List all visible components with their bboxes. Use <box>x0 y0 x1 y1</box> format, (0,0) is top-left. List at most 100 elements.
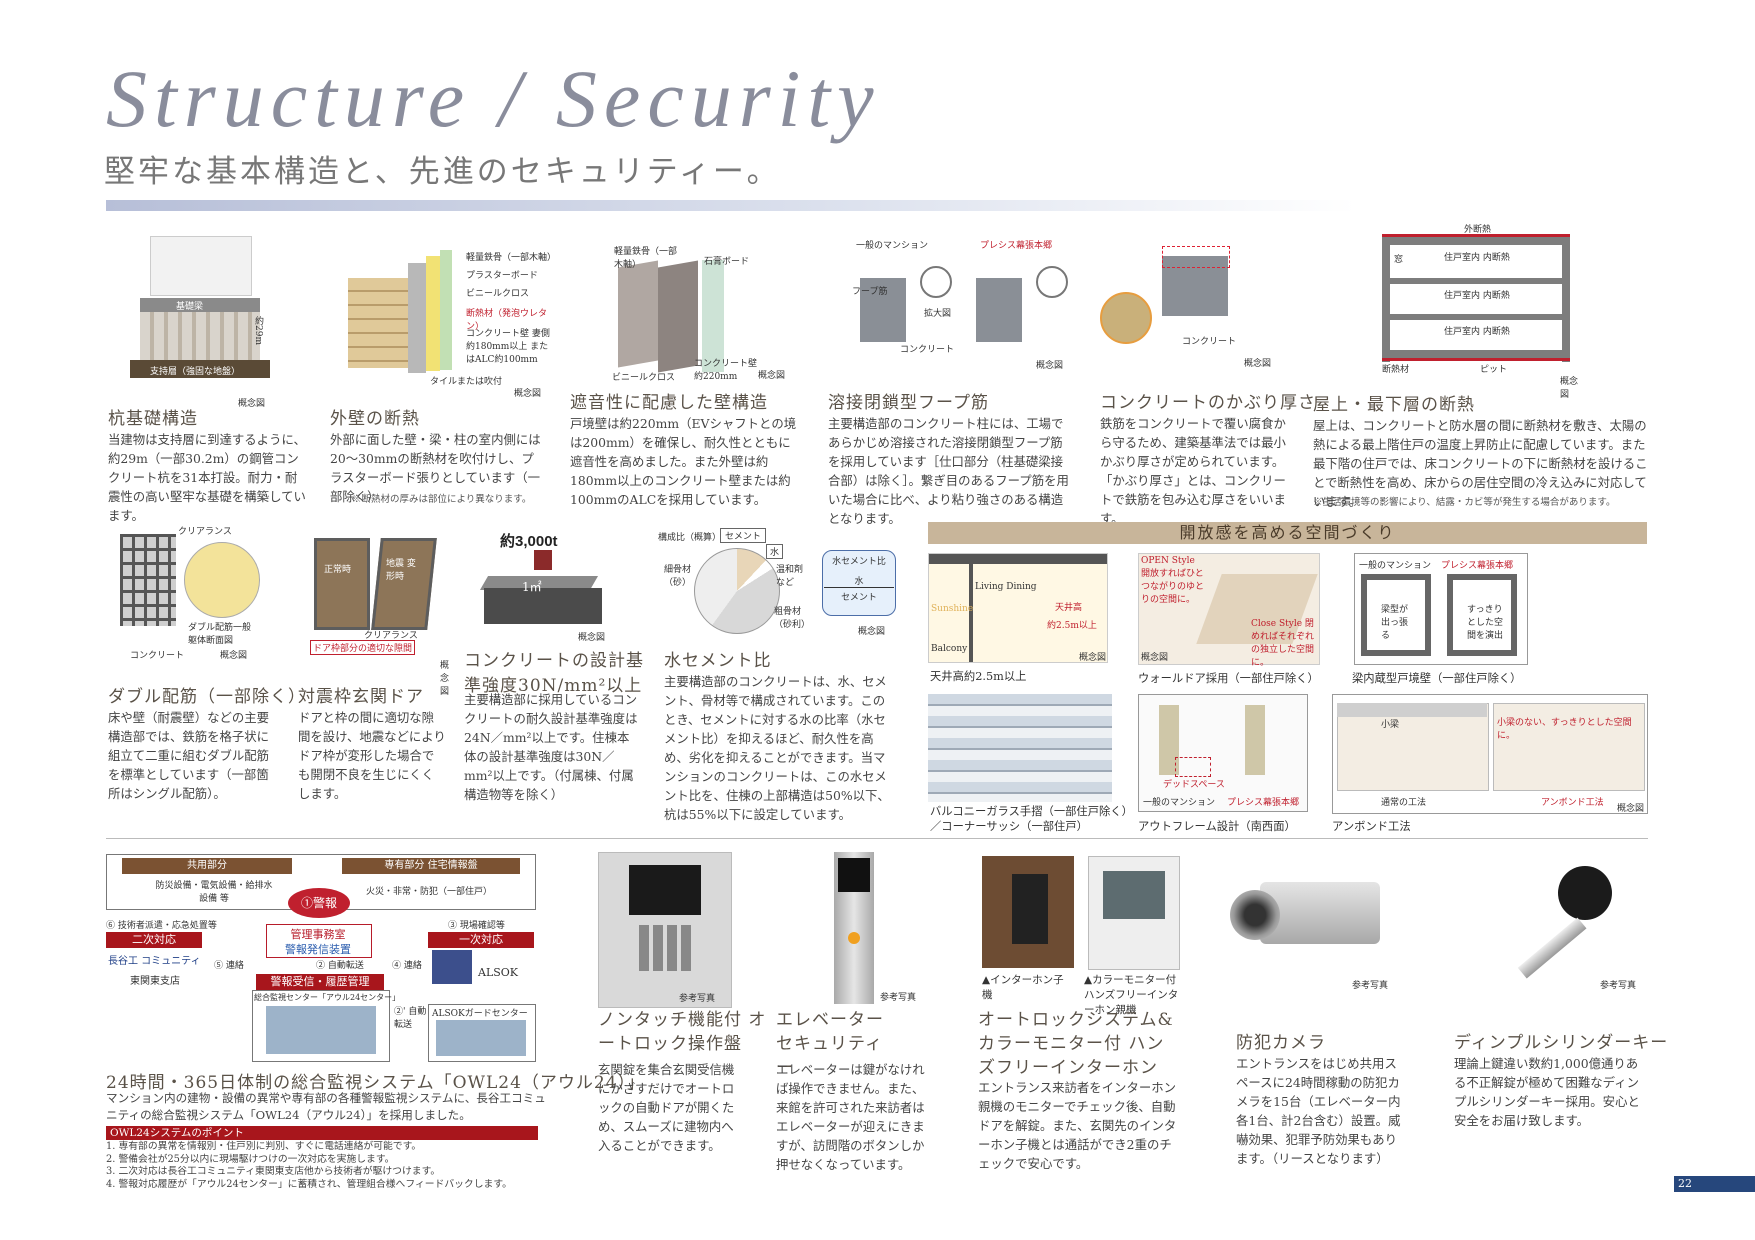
body-roof: 屋上は、コンクリートと防水層の間に断熱材を敷き、太陽の熱による最上階住戸の温度上… <box>1313 418 1648 509</box>
heading-door: 対震枠玄関ドア <box>298 687 424 707</box>
label-ceiling: 天井高 <box>1055 603 1083 613</box>
unbond-figure: 小梁 小梁のない、すっきりとした空間に。 通常の工法 アンボンド工法 概念図 <box>1332 694 1648 814</box>
body-key: 理論上鍵違い数約1,000億通りある不正解錠が極めて困難なディンプルシリンダーキ… <box>1454 1056 1640 1128</box>
label-tile: タイルまたは吹付 <box>430 377 503 387</box>
guard-center-label: ALSOKガードセンター <box>432 1009 528 1019</box>
mgmt-office: 管理事務室 <box>290 928 346 941</box>
label-normal: 正常時 <box>324 565 352 575</box>
concept-label: 概念図 <box>238 399 266 409</box>
concept-label: 概念図 <box>440 661 450 697</box>
label-exterior-insulation: 外断熱 <box>1464 225 1492 235</box>
reference-photo-label: 参考写真 <box>1600 981 1637 991</box>
body-pile: 当建物は支持層に到達するように、約29m（一部30.2m）の鋼管コンクリート杭を… <box>108 432 306 523</box>
step2-label: ② 自動転送 <box>316 961 364 971</box>
label-living: Living Dining <box>975 582 1037 592</box>
caption-balcony: バルコニーガラス手摺（一部住戸除く）／コーナーサッシ（一部住戸） <box>930 805 1128 833</box>
label-precis: プレシス幕張本郷 <box>1227 798 1300 808</box>
heading-exterior-wall: 外壁の断熱 <box>330 409 420 429</box>
concept-label: 概念図 <box>858 627 886 637</box>
label-area: 1㎡ <box>522 580 542 594</box>
double-rebar-figure: クリアランス ダブル配筋一般 躯体断面図 コンクリート 概念図 <box>112 524 262 661</box>
walldoor-figure: OPEN Style 開放すればひとつながりのゆとりの空間に。 Close St… <box>1138 553 1320 668</box>
body-intercom: エントランス来訪者をインターホン親機のモニターでチェック後、自動ドアを解錠。また… <box>978 1080 1177 1171</box>
reference-photo-label: 参考写真 <box>880 993 917 1003</box>
owl24-point: 4. 警報対応履歴が「アウル24センター」に蓄積され、管理組合様へフィードバック… <box>106 1178 512 1190</box>
outframe-figure: デッドスペース 一般のマンション プレシス幕張本郷 <box>1138 694 1308 812</box>
concept-label: 概念図 <box>1244 359 1272 369</box>
label-no-beam: 小梁のない、すっきりとした空間に。 <box>1497 718 1632 741</box>
caption-intercom-parent: ▲カラーモニター付ハンズフリーインターホン親機 <box>1084 974 1179 1016</box>
dimple-key-photo <box>1496 866 1626 979</box>
label-concrete-wall: コンクリート壁 妻側約180mm以上 またはALC約100mm <box>466 329 550 365</box>
note-exterior-wall: ※断熱材の厚みは部位により異なります。 <box>352 494 532 505</box>
concept-label: 概念図 <box>1141 653 1169 663</box>
label-insulation: 断熱材（発泡ウレタン） <box>466 309 548 332</box>
concept-label: 概念図 <box>578 633 606 643</box>
reference-photo-label: 参考写真 <box>679 994 716 1004</box>
common-area-label: 共用部分 <box>122 858 292 874</box>
label-weight: 約3,000t <box>500 533 558 550</box>
owl24-point: 3. 二次対応は長谷工コミュニティ東関東支店他から技術者が駆けつけます。 <box>106 1166 441 1177</box>
owl24-point: 2. 警備会社が25分以内に現場駆けつけの一次対応を実施します。 <box>106 1153 395 1165</box>
label-section: ダブル配筋一般 躯体断面図 <box>188 623 252 646</box>
balcony-photo <box>928 694 1112 802</box>
cover-figure: コンクリート 概念図 <box>1100 246 1280 369</box>
label-gap: ドア枠部分の適切な隙間 <box>310 640 416 655</box>
security-camera-photo <box>1226 876 1386 960</box>
label-vinyl: ビニールクロス <box>466 289 530 299</box>
label-general-mansion: 一般のマンション <box>856 241 929 251</box>
heading-cover: コンクリートのかぶり厚さ <box>1100 393 1316 413</box>
label-room: 住戸室内 内断熱 <box>1444 253 1510 263</box>
elevator-panel-photo <box>834 852 874 1004</box>
beam-wall-figure: 一般のマンション プレシス幕張本郷 梁型が出っ張る すっきりとした空間を演出 <box>1354 553 1528 665</box>
label-wc-ratio: 水セメント比 <box>832 557 886 567</box>
alarm-badge: ①警報 <box>288 888 350 918</box>
heading-sound-wall: 遮音性に配慮した壁構造 <box>570 393 768 413</box>
private-items: 火災・非常・防犯（一部住戸） <box>366 887 493 897</box>
label-precis: プレシス幕張本郷 <box>980 241 1053 251</box>
label-plaster: プラスターボード <box>466 271 538 281</box>
label-window: 窓 <box>1394 255 1404 265</box>
hoop-figure: 一般のマンション プレシス幕張本郷 フープ筋 拡大図 コンクリート 概念図 <box>852 238 1092 371</box>
body-autolock-panel: 玄関錠を集合玄関受信機にかざすだけでオートロックの自動ドアが開くため、スムーズに… <box>598 1062 735 1153</box>
space-band-title: 開放感を高める空間づくり <box>928 522 1647 544</box>
first-response: 一次対応 <box>428 932 534 948</box>
label-general: 一般のマンション <box>1359 561 1432 571</box>
label-wc-cement: セメント <box>841 593 877 603</box>
heading-elevator: エレベーター セキュリティー <box>776 1010 884 1078</box>
label-clean: すっきりとした空間を演出 <box>1467 605 1504 641</box>
divider <box>106 838 1648 839</box>
body-cover: 鉄筋をコンクリートで覆い腐食から守るため、建築基準法では最小かぶり厚さが定められ… <box>1100 416 1286 526</box>
step2b-label: ②' 自動転送 <box>394 1007 427 1030</box>
page-subtitle-jp: 堅牢な基本構造と、先進のセキュリティー。 <box>104 154 781 190</box>
label-beam-out: 梁型が出っ張る <box>1381 605 1409 641</box>
concept-label: 概念図 <box>220 651 248 661</box>
caption-ceiling: 天井高約2.5m以上 <box>930 670 1027 683</box>
body-double-rebar: 床や壁（耐震壁）などの主要構造部では、鉄筋を格子状に組立て二重に組むダブル配筋を… <box>108 710 270 801</box>
owl24-body: マンション内の建物・設備の異常や専有部の各種警報監視システムに、長谷工コミュニテ… <box>106 1091 546 1122</box>
owl24-diagram: 共用部分 専有部分 住宅情報盤 防災設備・電気設備・給排水設備 等 火災・非常・… <box>106 854 536 1062</box>
intercom-parent-photo <box>1088 856 1180 970</box>
caption-intercom-child: ▲インターホン子機 <box>982 974 1064 1001</box>
body-camera: エントランスをはじめ共用スペースに24時間稼動の防犯カメラを15台（エレベーター… <box>1236 1056 1401 1166</box>
label-general: 一般のマンション <box>1143 798 1216 808</box>
ceiling-figure: Living Dining Sunshine Balcony 天井高 約2.5m… <box>928 553 1108 663</box>
private-area-label: 専有部分 住宅情報盤 <box>342 858 520 874</box>
heading-double-rebar: ダブル配筋（一部除く） <box>108 687 306 707</box>
autolock-panel-photo: 参考写真 <box>598 852 732 1008</box>
label-light-steel: 軽量鉄骨（一部木軸） <box>466 253 557 263</box>
door-figure: 正常時 地震 変形時 クリアランス ドア枠部分の適切な隙間 概念図 <box>310 538 449 697</box>
label-wc-water: 水 <box>824 574 894 588</box>
label-coarse: 粗骨材（砂利） <box>774 607 811 630</box>
step3-label: ③ 現場確認等 <box>448 921 505 931</box>
body-door: ドアと枠の間に適切な隙間を設け、地震などによりドア枠が変形した場合でも開閉不良を… <box>298 710 446 801</box>
heading-pile: 杭基礎構造 <box>108 409 198 429</box>
roof-insulation-figure: 外断熱 住戸室内 内断熱 住戸室内 内断熱 住戸室内 内断熱 窓 断熱材 ピット… <box>1382 222 1582 400</box>
heading-roof: 屋上・最下層の断熱 <box>1313 395 1475 415</box>
label-normal-method: 通常の工法 <box>1381 798 1427 808</box>
concept-label: 概念図 <box>1079 653 1107 663</box>
heading-autolock-panel: ノンタッチ機能付 オートロック操作盤 <box>598 1010 767 1054</box>
step4-label: ④ 連絡 <box>392 961 422 971</box>
label-concrete: コンクリート <box>130 651 185 661</box>
heading-strength: コンクリートの設計基準強度30N/mm²以上 <box>464 651 644 696</box>
